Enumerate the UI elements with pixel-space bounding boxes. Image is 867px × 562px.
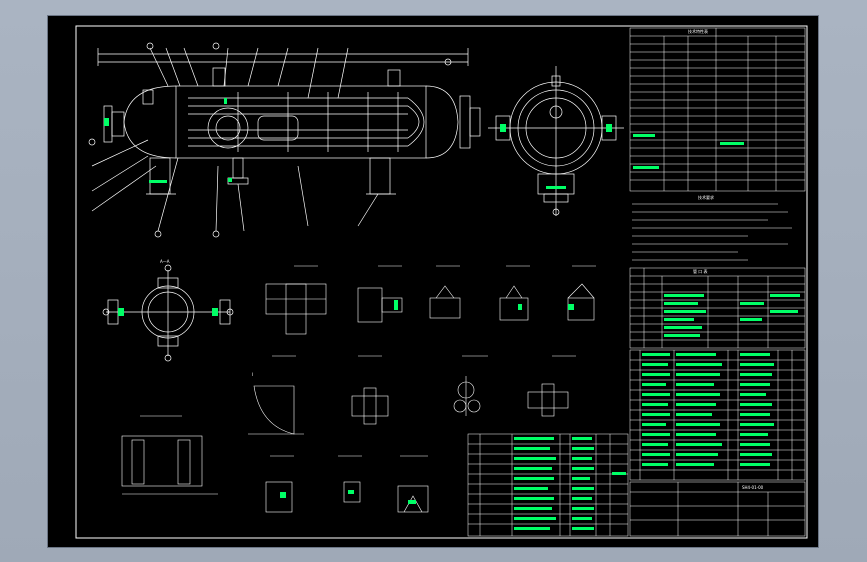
tech-table-title: 技术特性表 [688,28,708,34]
nozzle-table-accents [664,294,800,337]
drawing-number: SH4-01-00 [742,485,764,490]
detail-i-label: I [252,372,253,377]
tech-spec-table[interactable] [629,27,806,192]
parts-list-right-accents [642,353,774,466]
drawing-canvas[interactable]: 技术特性表 技术要求 [48,16,820,549]
detail-views-row-1-accents [394,300,574,310]
section-a-a-view[interactable] [102,264,234,362]
drawing-sheet[interactable]: 技术特性表 技术要求 [47,15,819,548]
detail-views-row-1[interactable] [265,265,596,335]
detail-views-row-3-accents [280,490,416,504]
drawing-frame [75,25,808,539]
parts-list-right[interactable] [629,349,806,481]
main-elevation-accents [104,98,232,183]
main-elevation-view[interactable] [88,42,481,238]
parts-list-bottom-accents [514,437,626,530]
nozzle-table-title: 管 口 表 [693,268,708,274]
title-block[interactable] [629,481,806,537]
section-a-a-accents [118,308,218,316]
side-view[interactable] [488,66,624,216]
detail-views-row-3[interactable] [121,415,429,513]
parts-list-bottom[interactable] [467,433,629,537]
detail-views-row-2[interactable] [248,355,576,435]
tech-table-accents [633,134,744,169]
notes-title: 技术要求 [698,194,714,200]
side-view-accents [500,124,612,189]
section-a-a-label: A—A [160,259,170,264]
technical-notes [632,203,792,261]
nozzle-table[interactable] [629,267,806,349]
